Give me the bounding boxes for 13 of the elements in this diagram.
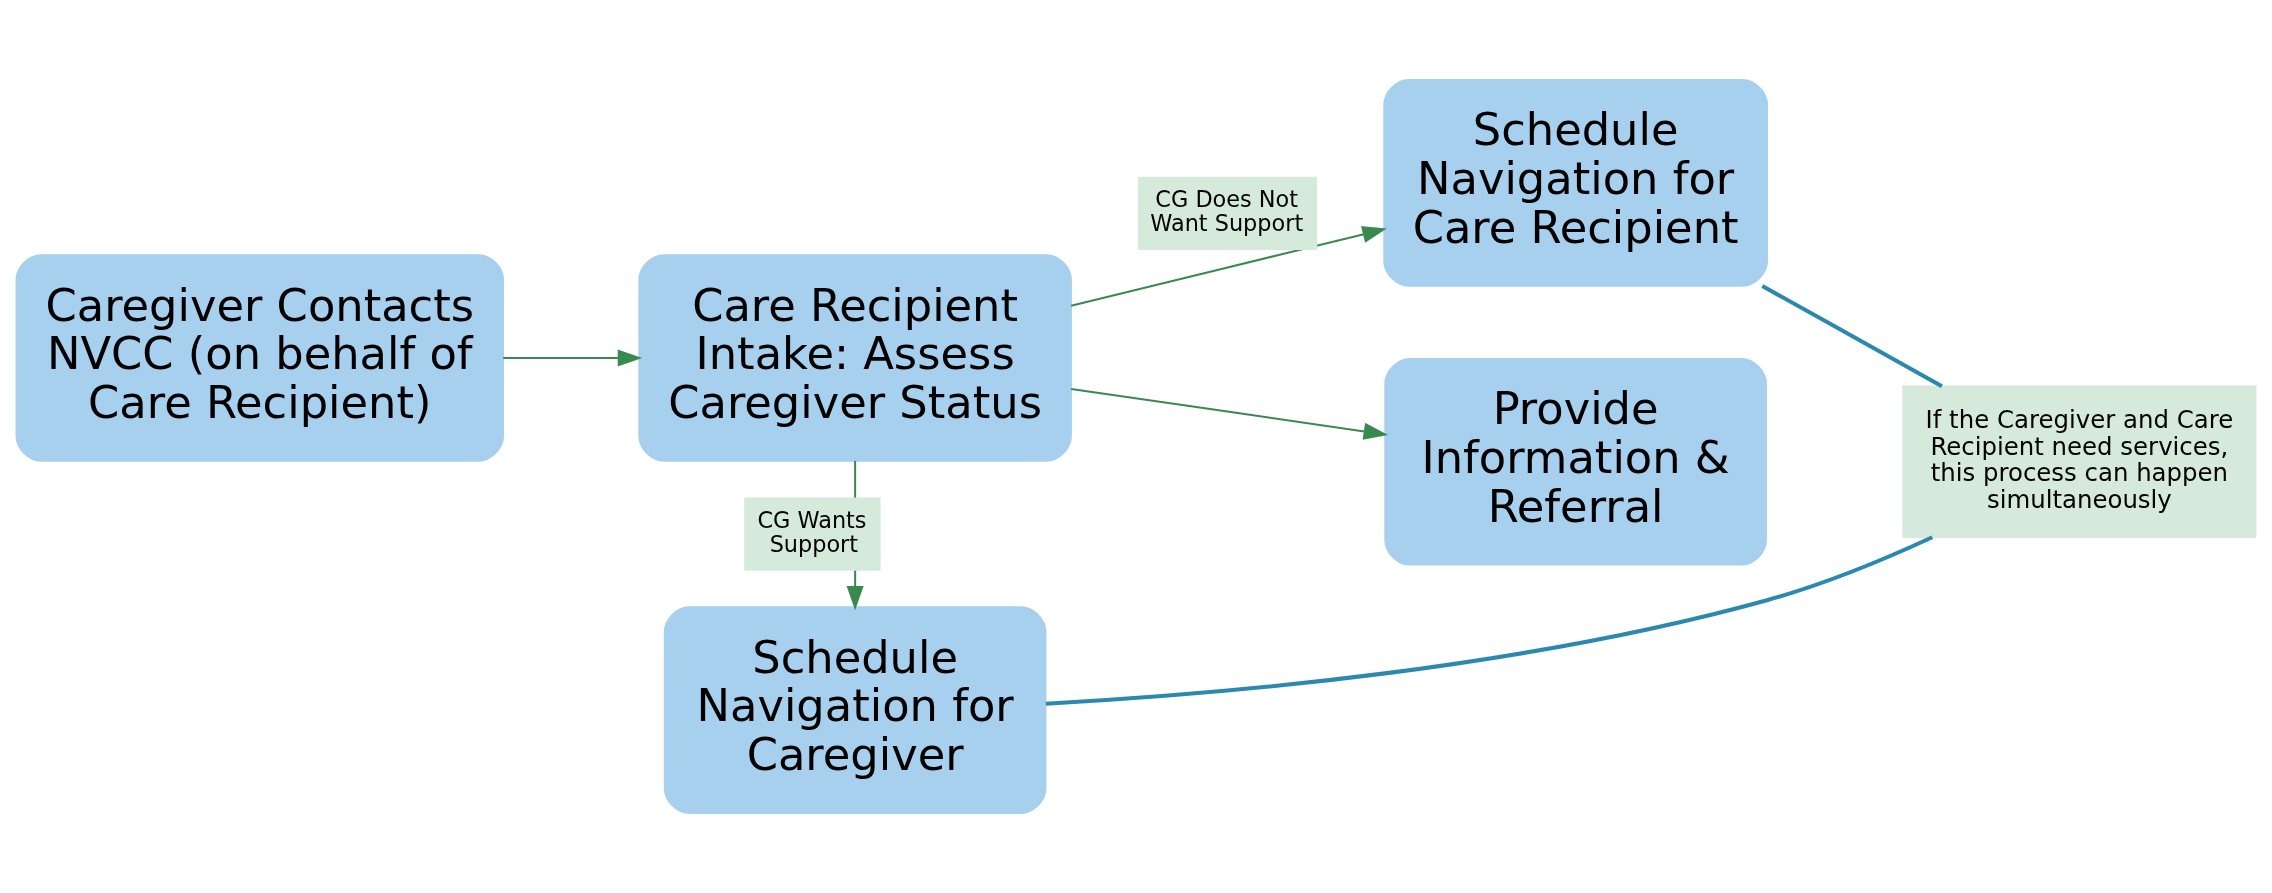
node-box: Schedule Navigation for Care Recipient [1383,79,1768,287]
node-box: Schedule Navigation for Caregiver [663,606,1047,814]
edge-label: CG Wants Support [757,506,867,557]
arrow [1071,387,1389,440]
connector [1761,284,1943,388]
edge-label: CG Does Not Want Support [1150,185,1304,237]
arrow [503,349,643,367]
arrow [1070,226,1387,307]
node-box: Care Recipient Intake: Assess Caregiver Status [638,254,1072,462]
connector [1045,535,1934,706]
node-box: Caregiver Contacts NVCC (on behalf of Care Recipient) [15,254,505,462]
node-box: Provide Information & Referral [1384,357,1767,566]
node-box: If the Caregiver and Care Recipient need services, this process can happen simultaneously [1902,385,2257,539]
